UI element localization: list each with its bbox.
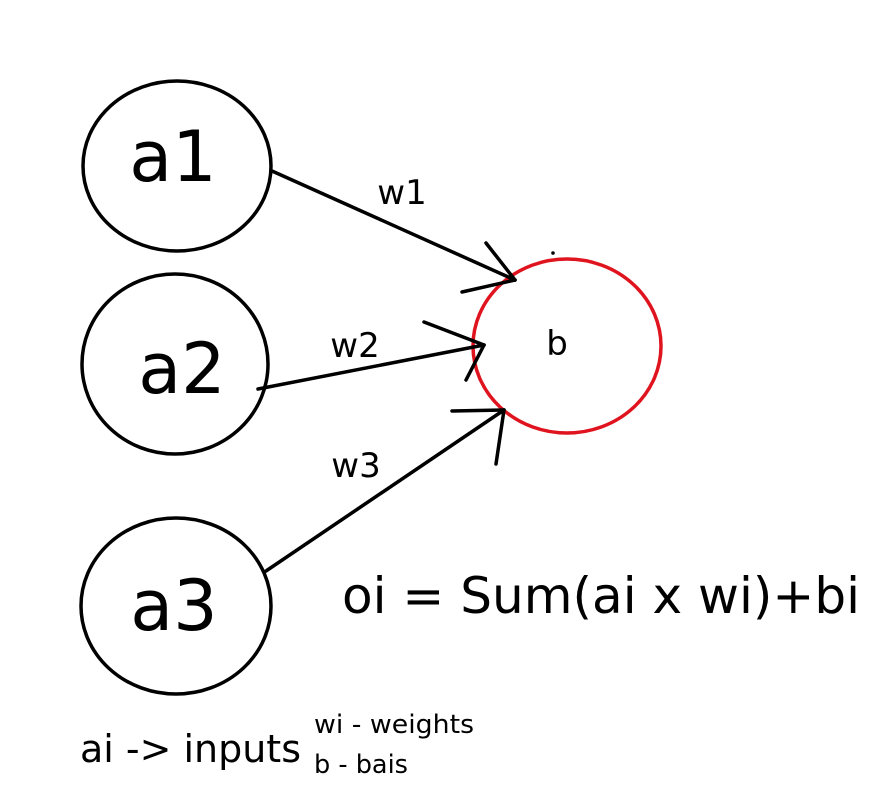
input-node-a1 [81,79,273,253]
node-label-a3: a3 [130,565,217,647]
arrowhead [494,408,506,466]
arrowhead [484,241,517,282]
edge-a3-b [264,408,506,573]
edge-a2-b [256,320,486,391]
weight-label-w2: w2 [330,326,379,366]
legend-bias: b - bais [314,750,408,780]
node-label-a1: a1 [129,116,216,198]
node-label-a2: a2 [138,328,225,410]
arrowhead [450,408,506,413]
legend-inputs: ai -> inputs [80,727,301,771]
formula: oi = Sum(ai x wi)+bi [342,567,860,625]
input-node-a2 [80,272,270,456]
stray-dot [551,251,555,255]
weight-label-w3: w3 [331,446,380,486]
arrowhead [460,278,517,294]
legend-weights: wi - weights [314,710,474,740]
edge-a1-b [270,169,517,294]
arrowhead [464,343,486,382]
arrowhead [422,320,486,347]
node-label-b: b [546,324,568,364]
input-node-a3 [79,516,273,696]
weight-label-w1: w1 [377,173,426,213]
